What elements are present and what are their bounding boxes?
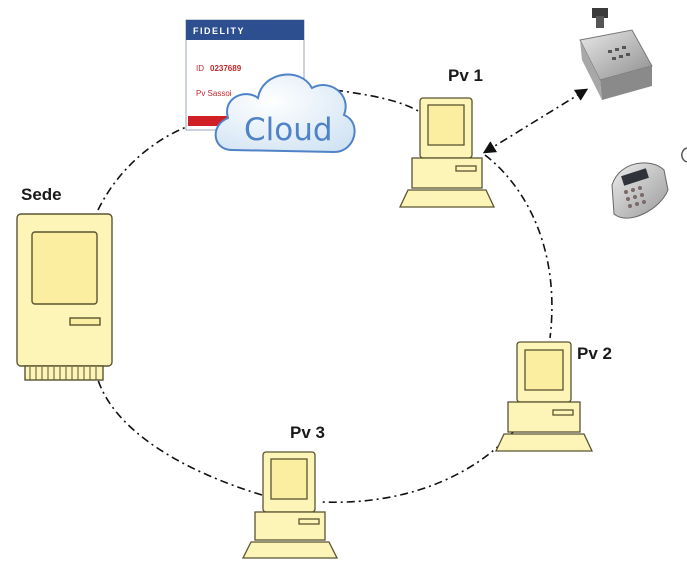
node-label-pv1: Pv 1 xyxy=(448,66,483,85)
card-title: FIDELITY xyxy=(193,26,245,36)
link-sede-cloud xyxy=(97,123,196,211)
cloud-icon: Cloud xyxy=(214,73,356,154)
node-label-pv2: Pv 2 xyxy=(577,344,612,363)
link-pv3-sede xyxy=(97,379,263,496)
pos-terminal-icon xyxy=(611,162,669,219)
pv3-computer-icon xyxy=(241,451,339,559)
card-id-label: ID xyxy=(196,64,204,73)
node-label-pv3: Pv 3 xyxy=(290,423,325,442)
sede-computer-icon xyxy=(16,213,113,381)
pv1-computer-icon xyxy=(398,97,496,208)
link-pv1-pv2 xyxy=(484,154,553,339)
card-id-value: 0237689 xyxy=(210,64,242,73)
pv2-computer-icon xyxy=(494,341,594,452)
cloud-label: Cloud xyxy=(244,112,333,148)
card-name-text: Pv Sassoi xyxy=(196,89,232,98)
link-pv2-pv3 xyxy=(321,429,516,504)
node-label-sede: Sede xyxy=(21,185,62,204)
link-pv1-register xyxy=(482,88,589,154)
cash-register-icon xyxy=(579,8,653,100)
clipped-edge-mark xyxy=(681,147,687,163)
link-cloud-pv1 xyxy=(334,89,421,113)
